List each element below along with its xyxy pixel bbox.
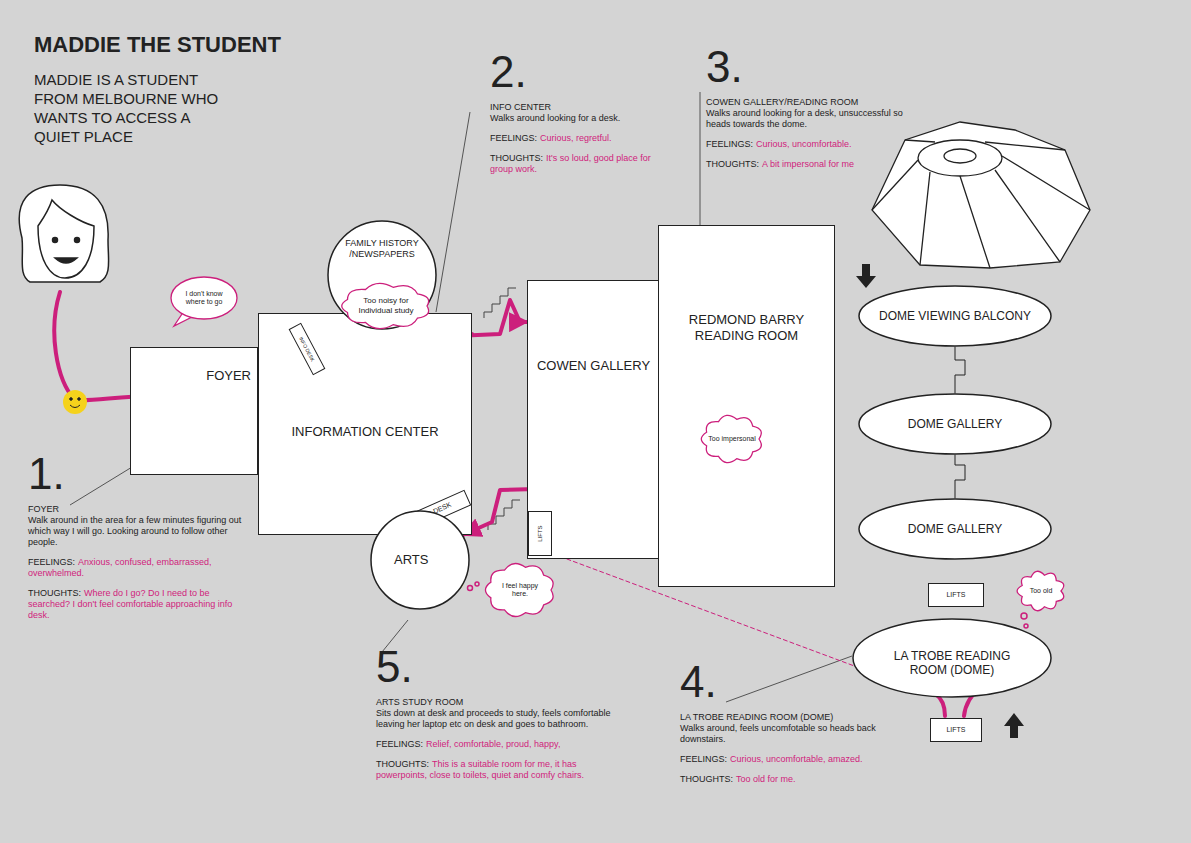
room-ellipse: DOME VIEWING BALCONY: [858, 285, 1052, 347]
thoughts-value: A bit impersonal for me: [762, 159, 854, 169]
node-label: LIFTS: [536, 525, 543, 541]
thoughts-line: THOUGHTS:A bit impersonal for me: [706, 159, 906, 170]
thoughts-key: THOUGHTS:: [706, 159, 759, 169]
node-label: DOME VIEWING BALCONY: [879, 309, 1031, 323]
feelings-value: Curious, uncomfortable.: [756, 139, 852, 149]
node-label: LIFTS: [946, 591, 965, 599]
room-ellipse: DOME GALLERY: [858, 393, 1052, 455]
connector: [955, 455, 965, 498]
thoughts-key: THOUGHTS:: [28, 588, 81, 598]
step-description: Sits down at desk and proceeds to study,…: [376, 708, 621, 730]
feelings-line: FEELINGS:Curious, uncomfortable, amazed.: [680, 754, 880, 765]
desk-box: INFO DESK: [289, 323, 326, 375]
room-box: FOYER: [130, 347, 258, 475]
node-label: FAMILY HISTORY /NEWSPAPERS: [337, 238, 427, 260]
node-label: INFORMATION CENTER: [291, 424, 438, 440]
thoughts-line: THOUGHTS:Too old for me.: [680, 774, 880, 785]
thoughts-line: THOUGHTS:This is a suitable room for me,…: [376, 759, 621, 781]
title: MADDIE THE STUDENT: [34, 32, 281, 58]
node-label: DOME GALLERY: [908, 522, 1002, 536]
node-label: REDMOND BARRY READING ROOM: [671, 312, 822, 343]
callout-number: 5.: [376, 645, 621, 689]
callout-number: 4.: [680, 660, 880, 704]
room-box: INFORMATION CENTERINFO DESKINFO DESK: [258, 313, 472, 535]
thoughts-key: THOUGHTS:: [490, 153, 543, 163]
feelings-value: Curious, regretful.: [540, 133, 612, 143]
thoughts-line: THOUGHTS:It's so loud, good place for gr…: [490, 153, 675, 175]
node-label: Too impersonal: [708, 435, 755, 443]
subtitle: MADDIE IS A STUDENT FROM MELBOURNE WHO W…: [34, 70, 239, 146]
step-title: LA TROBE READING ROOM (DOME): [680, 712, 880, 723]
connector: [472, 300, 527, 335]
step-title: INFO CENTER: [490, 102, 675, 113]
node-label: DOME GALLERY: [908, 417, 1002, 431]
up-arrow: [1004, 713, 1024, 738]
lifts-box: LIFTS: [930, 718, 982, 742]
node-label: I feel happy here.: [494, 582, 546, 599]
step-description: Walks around, feels uncomfotable so head…: [680, 723, 880, 745]
down-arrow: [856, 264, 876, 288]
feelings-line: FEELINGS:Relief, comfortable, proud, hap…: [376, 739, 621, 750]
callout-number: 3.: [706, 45, 906, 89]
annotation-group: 5. ARTS STUDY ROOMSits down at desk and p…: [376, 645, 621, 790]
connector: [955, 347, 965, 393]
node-label: LA TROBE READING ROOM (DOME): [886, 649, 1018, 678]
thoughts-value: Too old for me.: [736, 774, 796, 784]
thoughts-key: THOUGHTS:: [680, 774, 733, 784]
dome-illustration: [872, 122, 1090, 268]
node-label: LIFTS: [946, 726, 965, 734]
thoughts-line: THOUGHTS:Where do I go? Do I need to be …: [28, 588, 243, 621]
thoughts-key: THOUGHTS:: [376, 759, 429, 769]
maddie-portrait: [19, 185, 108, 282]
feelings-value: Relief, comfortable, proud, happy,: [426, 739, 560, 749]
annotation-group: 1. FOYERWalk around in the area for a few…: [28, 452, 243, 630]
room-box: COWEN GALLERY LIFTS: [527, 280, 660, 559]
node-label: I don't know where to go: [178, 290, 230, 307]
feelings-value: Curious, uncomfortable, amazed.: [730, 754, 863, 764]
annotation-group: 4. LA TROBE READING ROOM (DOME)Walks arou…: [680, 660, 880, 794]
node-label: ARTS: [394, 552, 428, 568]
lifts-box: LIFTS: [928, 583, 984, 607]
feelings-line: FEELINGS:Curious, uncomfortable.: [706, 139, 906, 150]
speech-bubble: I don't know where to go: [170, 276, 238, 320]
room-box: REDMOND BARRY READING ROOM: [658, 225, 835, 587]
node-label: COWEN GALLERY: [537, 358, 650, 374]
thought-cloud: Too noisy for Individual study: [340, 282, 432, 330]
step-description: Walks around looking for a desk.: [490, 113, 675, 124]
node-label: INFO DESK: [298, 336, 316, 363]
step-title: ARTS STUDY ROOM: [376, 697, 621, 708]
node-label: Too noisy for Individual study: [352, 296, 420, 315]
callout-number: 2.: [490, 50, 675, 94]
step-title: COWEN GALLERY/READING ROOM: [706, 97, 906, 108]
callout-number: 1.: [28, 452, 243, 496]
node-label: Too old: [1030, 587, 1053, 595]
room-ellipse: LA TROBE READING ROOM (DOME): [852, 618, 1052, 698]
step-description: Walk around in the area for a few minute…: [28, 515, 243, 548]
room-ellipse: DOME GALLERY: [858, 498, 1052, 560]
thought-cloud: Too impersonal: [700, 414, 764, 464]
lifts-box: LIFTS: [528, 511, 552, 556]
node-label: FOYER: [206, 368, 251, 384]
step-title: FOYER: [28, 504, 243, 515]
thought-cloud: I feel happy here.: [484, 562, 556, 618]
feelings-line: FEELINGS:Curious, regretful.: [490, 133, 675, 144]
feelings-key: FEELINGS:: [28, 557, 75, 567]
feelings-line: FEELINGS:Anxious, confused, embarrassed,…: [28, 557, 243, 579]
leader-line: [70, 92, 852, 702]
step-description: Walks around looking for a desk, unsucce…: [706, 108, 906, 130]
feelings-key: FEELINGS:: [706, 139, 753, 149]
thought-cloud: Too old: [1016, 570, 1066, 612]
feelings-key: FEELINGS:: [490, 133, 537, 143]
feelings-key: FEELINGS:: [376, 739, 423, 749]
annotation-group: 2. INFO CENTERWalks around looking for a …: [490, 50, 675, 184]
room-circle: ARTS: [370, 510, 470, 610]
connector: [463, 489, 527, 535]
annotation-group: 3. COWEN GALLERY/READING ROOMWalks around…: [706, 45, 906, 179]
feelings-key: FEELINGS:: [680, 754, 727, 764]
